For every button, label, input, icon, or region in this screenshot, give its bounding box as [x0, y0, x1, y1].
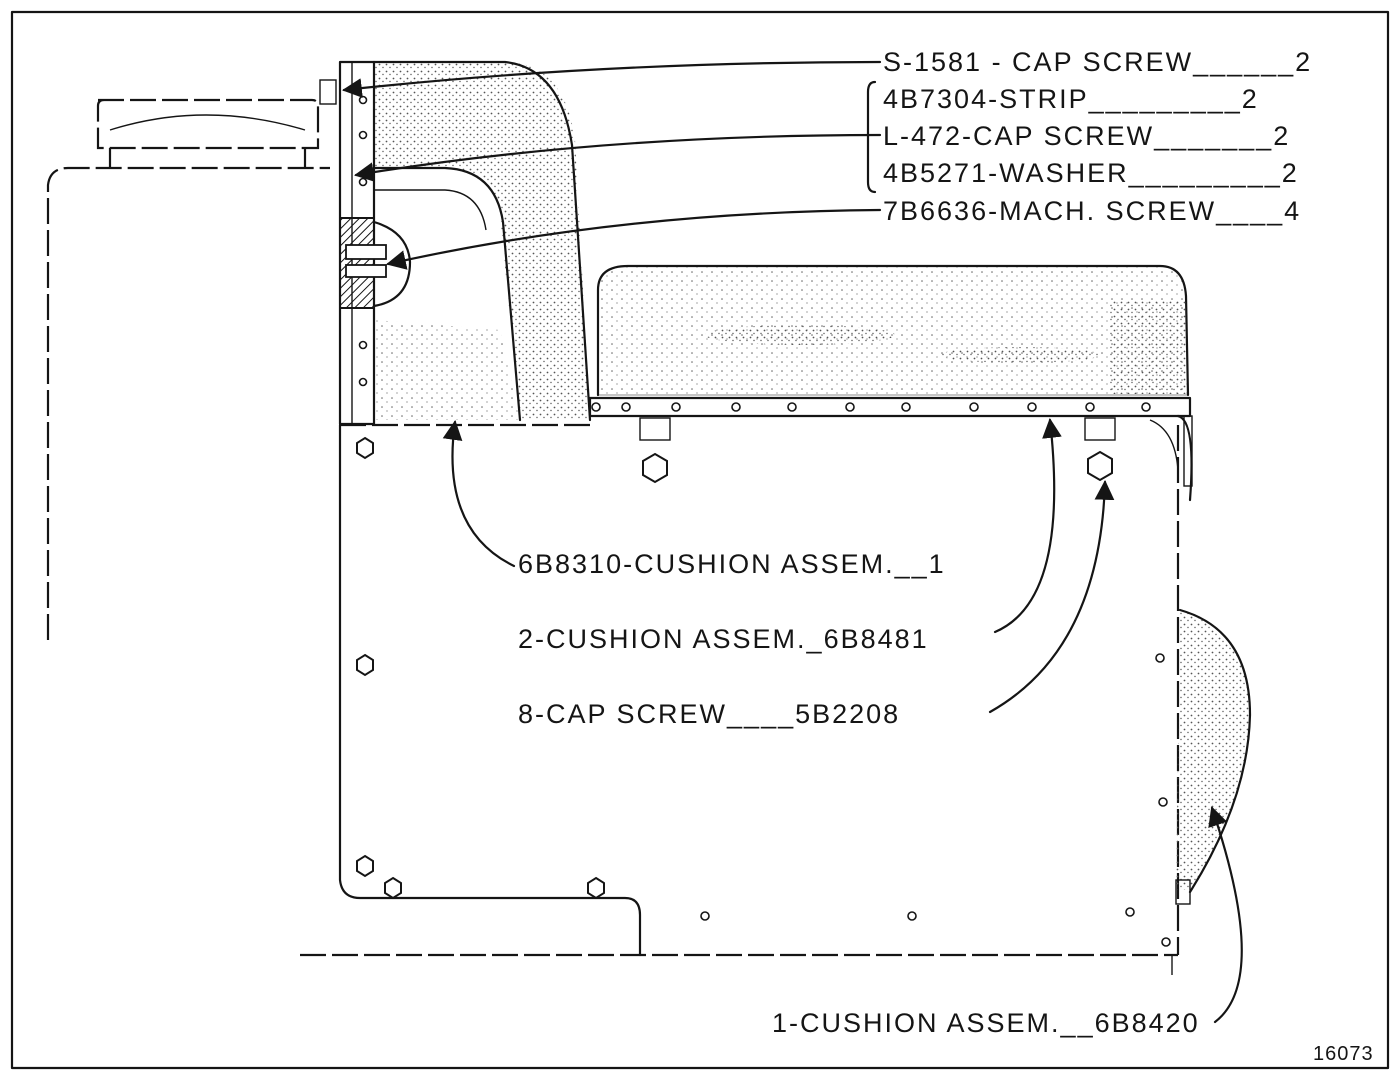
figure-frame [10, 10, 1390, 1070]
callout-strip-4b7304: 4B7304-STRIP_________2 [883, 84, 1259, 114]
callout-cap-screw-5b2208: 8-CAP SCREW____5B2208 [518, 699, 900, 729]
callout-washer-4b5271: 4B5271-WASHER_________2 [883, 158, 1299, 188]
callout-mach-screw-7b6636: 7B6636-MACH. SCREW____4 [883, 196, 1301, 226]
callout-cap-screw-l472: L-472-CAP SCREW_______2 [883, 121, 1290, 151]
leader-lines [342, 60, 1243, 1024]
base-fasteners [356, 436, 1171, 947]
callout-cap-screw-s1581: S-1581 - CAP SCREW______2 [883, 47, 1312, 77]
callout-labels-middle: 6B8310-CUSHION ASSEM.__1 2-CUSHION ASSEM… [518, 549, 946, 729]
figure-number: 16073 [1313, 1043, 1374, 1065]
side-cushion [1175, 608, 1252, 905]
background-equipment [46, 98, 330, 640]
seat-cushion [596, 264, 1190, 397]
callout-labels-top: S-1581 - CAP SCREW______2 4B7304-STRIP__… [883, 47, 1312, 226]
callout-cushion-6b8481: 2-CUSHION ASSEM._6B8481 [518, 624, 929, 654]
backrest-cushion [372, 60, 592, 422]
upright-bracket [319, 60, 412, 426]
seat-frame-strip [588, 396, 1193, 502]
callout-cushion-6b8420: 1-CUSHION ASSEM.__6B8420 [772, 1008, 1200, 1038]
callout-cushion-6b8310: 6B8310-CUSHION ASSEM.__1 [518, 549, 946, 579]
